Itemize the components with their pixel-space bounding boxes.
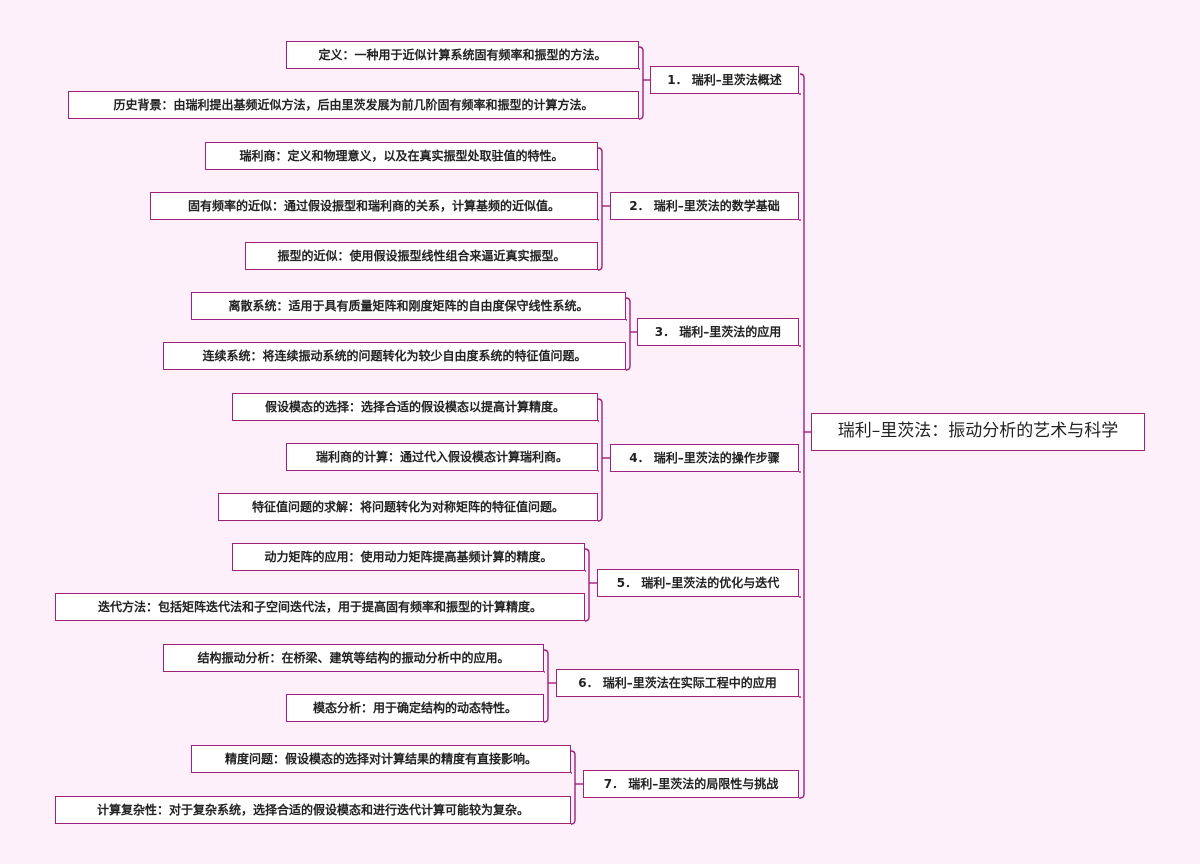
leaf-bracket bbox=[597, 398, 603, 522]
branch-node-6[interactable]: 6． 瑞利–里茨法在实际工程中的应用 bbox=[556, 669, 799, 697]
leaf-node-3-1[interactable]: 离散系统：适用于具有质量矩阵和刚度矩阵的自由度保守线性系统。 bbox=[191, 292, 626, 320]
branch-node-4[interactable]: 4． 瑞利–里茨法的操作步骤 bbox=[610, 444, 799, 472]
leaf-node-7-1[interactable]: 精度问题：假设模态的选择对计算结果的精度有直接影响。 bbox=[191, 745, 571, 773]
leaf-node-4-3[interactable]: 特征值问题的求解：将问题转化为对称矩阵的特征值问题。 bbox=[218, 493, 598, 521]
leaf-node-1-1[interactable]: 定义：一种用于近似计算系统固有频率和振型的方法。 bbox=[286, 41, 639, 69]
branch-node-7[interactable]: 7． 瑞利–里茨法的局限性与挑战 bbox=[583, 770, 799, 798]
leaf-node-7-2[interactable]: 计算复杂性：对于复杂系统，选择合适的假设模态和进行迭代计算可能较为复杂。 bbox=[55, 796, 571, 824]
branch-node-2[interactable]: 2． 瑞利–里茨法的数学基础 bbox=[610, 192, 799, 220]
leaf-bracket bbox=[584, 548, 590, 622]
leaf-node-5-1[interactable]: 动力矩阵的应用：使用动力矩阵提高基频计算的精度。 bbox=[232, 543, 585, 571]
leaf-node-2-1[interactable]: 瑞利商：定义和物理意义，以及在真实振型处取驻值的特性。 bbox=[205, 142, 598, 170]
branch-node-3[interactable]: 3． 瑞利–里茨法的应用 bbox=[637, 318, 799, 346]
leaf-node-6-2[interactable]: 模态分析：用于确定结构的动态特性。 bbox=[286, 694, 544, 722]
root-bracket bbox=[799, 73, 805, 799]
leaf-bracket bbox=[638, 46, 644, 120]
leaf-node-4-1[interactable]: 假设模态的选择：选择合适的假设模态以提高计算精度。 bbox=[232, 393, 598, 421]
leaf-node-2-2[interactable]: 固有频率的近似：通过假设振型和瑞利商的关系，计算基频的近似值。 bbox=[150, 192, 598, 220]
leaf-node-3-2[interactable]: 连续系统：将连续振动系统的问题转化为较少自由度系统的特征值问题。 bbox=[163, 342, 626, 370]
leaf-node-6-1[interactable]: 结构振动分析：在桥梁、建筑等结构的振动分析中的应用。 bbox=[163, 644, 544, 672]
root-node[interactable]: 瑞利–里茨法：振动分析的艺术与科学 bbox=[811, 413, 1145, 451]
leaf-node-4-2[interactable]: 瑞利商的计算：通过代入假设模态计算瑞利商。 bbox=[286, 443, 598, 471]
branch-node-1[interactable]: 1． 瑞利–里茨法概述 bbox=[650, 66, 799, 94]
leaf-bracket bbox=[597, 147, 603, 271]
leaf-bracket bbox=[543, 649, 549, 723]
leaf-node-1-2[interactable]: 历史背景：由瑞利提出基频近似方法，后由里茨发展为前几阶固有频率和振型的计算方法。 bbox=[68, 91, 639, 119]
branch-node-5[interactable]: 5． 瑞利–里茨法的优化与迭代 bbox=[597, 569, 799, 597]
leaf-node-5-2[interactable]: 迭代方法：包括矩阵迭代法和子空间迭代法，用于提高固有频率和振型的计算精度。 bbox=[55, 593, 585, 621]
leaf-bracket bbox=[625, 297, 631, 371]
leaf-node-2-3[interactable]: 振型的近似：使用假设振型线性组合来逼近真实振型。 bbox=[245, 242, 598, 270]
leaf-bracket bbox=[570, 750, 576, 825]
